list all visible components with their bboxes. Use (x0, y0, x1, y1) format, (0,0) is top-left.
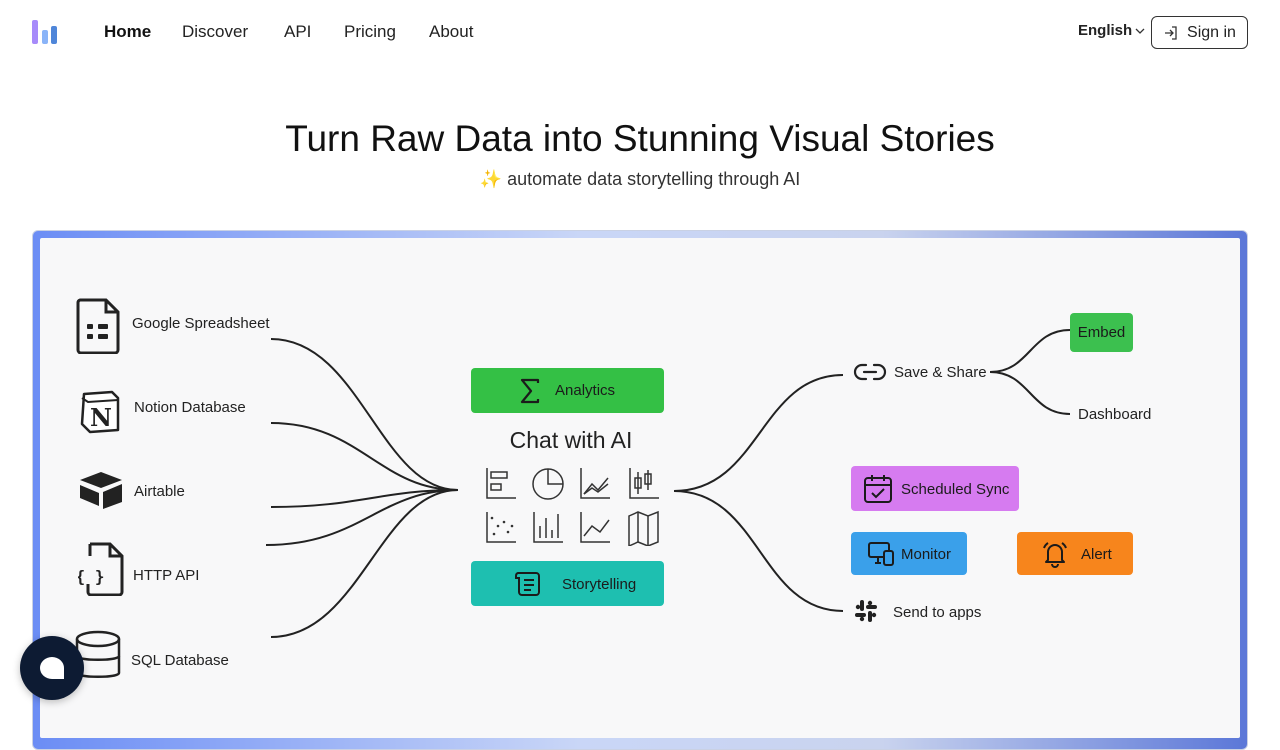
chart-types-grid (486, 468, 659, 546)
flow-connectors (265, 329, 1071, 638)
storytelling-label: Storytelling (562, 576, 637, 593)
source-airtable: Airtable (134, 483, 185, 500)
monitor-label: Monitor (901, 546, 952, 563)
monitor-icon (868, 542, 894, 566)
source-sql-database: SQL Database (131, 652, 229, 669)
link-icon (853, 363, 887, 381)
top-nav: Home Discover API Pricing About English … (0, 0, 1280, 64)
nav-about[interactable]: About (429, 22, 474, 41)
hero-title: Turn Raw Data into Stunning Visual Stori… (285, 118, 995, 159)
area-chart-icon (580, 468, 610, 499)
chat-bubble-icon (40, 657, 64, 679)
column-chart-icon (533, 512, 563, 543)
svg-text:{ }: { } (78, 567, 104, 586)
airtable-icon (80, 472, 122, 509)
language-label: English (1078, 22, 1133, 39)
scheduled-sync-label: Scheduled Sync (901, 481, 1010, 498)
http-api-icon: { } (78, 542, 124, 596)
scheduled-sync-block[interactable]: Scheduled Sync (851, 466, 1019, 511)
nav-home[interactable]: Home (104, 22, 152, 41)
logo-icon[interactable] (32, 20, 58, 44)
bar-chart-icon (486, 468, 516, 499)
nav-pricing[interactable]: Pricing (344, 22, 396, 41)
dashboard-label: Dashboard (1078, 406, 1152, 423)
notion-icon: N (80, 390, 120, 434)
chevron-down-icon (1135, 28, 1145, 34)
analytics-block[interactable]: Analytics (471, 368, 664, 413)
source-google-spreadsheet: Google Spreadsheet (132, 315, 270, 332)
nav-discover[interactable]: Discover (182, 22, 249, 41)
sign-in-icon (1165, 25, 1177, 40)
storytelling-block[interactable]: Storytelling (471, 561, 664, 606)
calendar-check-icon (864, 475, 892, 503)
alert-block[interactable]: Alert (1017, 532, 1133, 575)
scroll-icon (515, 572, 540, 596)
svg-text:N: N (90, 403, 112, 432)
slack-icon (855, 600, 877, 622)
source-notion-database: Notion Database (134, 399, 246, 416)
chat-widget-button[interactable] (20, 636, 84, 700)
map-icon (628, 510, 659, 546)
send-to-apps-label: Send to apps (893, 604, 982, 621)
nav-api[interactable]: API (284, 22, 312, 41)
pie-chart-icon (532, 468, 564, 500)
line-chart-icon (580, 512, 610, 543)
bell-icon (1043, 542, 1067, 568)
analytics-label: Analytics (555, 382, 616, 399)
sign-in-label: Sign in (1187, 23, 1236, 41)
hero-subtitle: ✨ automate data storytelling through AI (479, 169, 801, 189)
scatter-chart-icon (486, 512, 516, 543)
chat-with-ai-title: Chat with AI (509, 427, 633, 453)
language-selector[interactable]: English (1078, 22, 1145, 39)
embed-button[interactable]: Embed (1070, 313, 1133, 352)
source-http-api: HTTP API (133, 567, 200, 584)
sigma-icon (520, 378, 540, 404)
sign-in-button[interactable]: Sign in (1151, 16, 1248, 49)
spreadsheet-icon (76, 298, 120, 354)
monitor-block[interactable]: Monitor (851, 532, 967, 575)
embed-label: Embed (1077, 324, 1126, 341)
alert-label: Alert (1081, 546, 1112, 563)
candlestick-icon (629, 468, 659, 499)
save-share-label: Save & Share (894, 364, 987, 381)
